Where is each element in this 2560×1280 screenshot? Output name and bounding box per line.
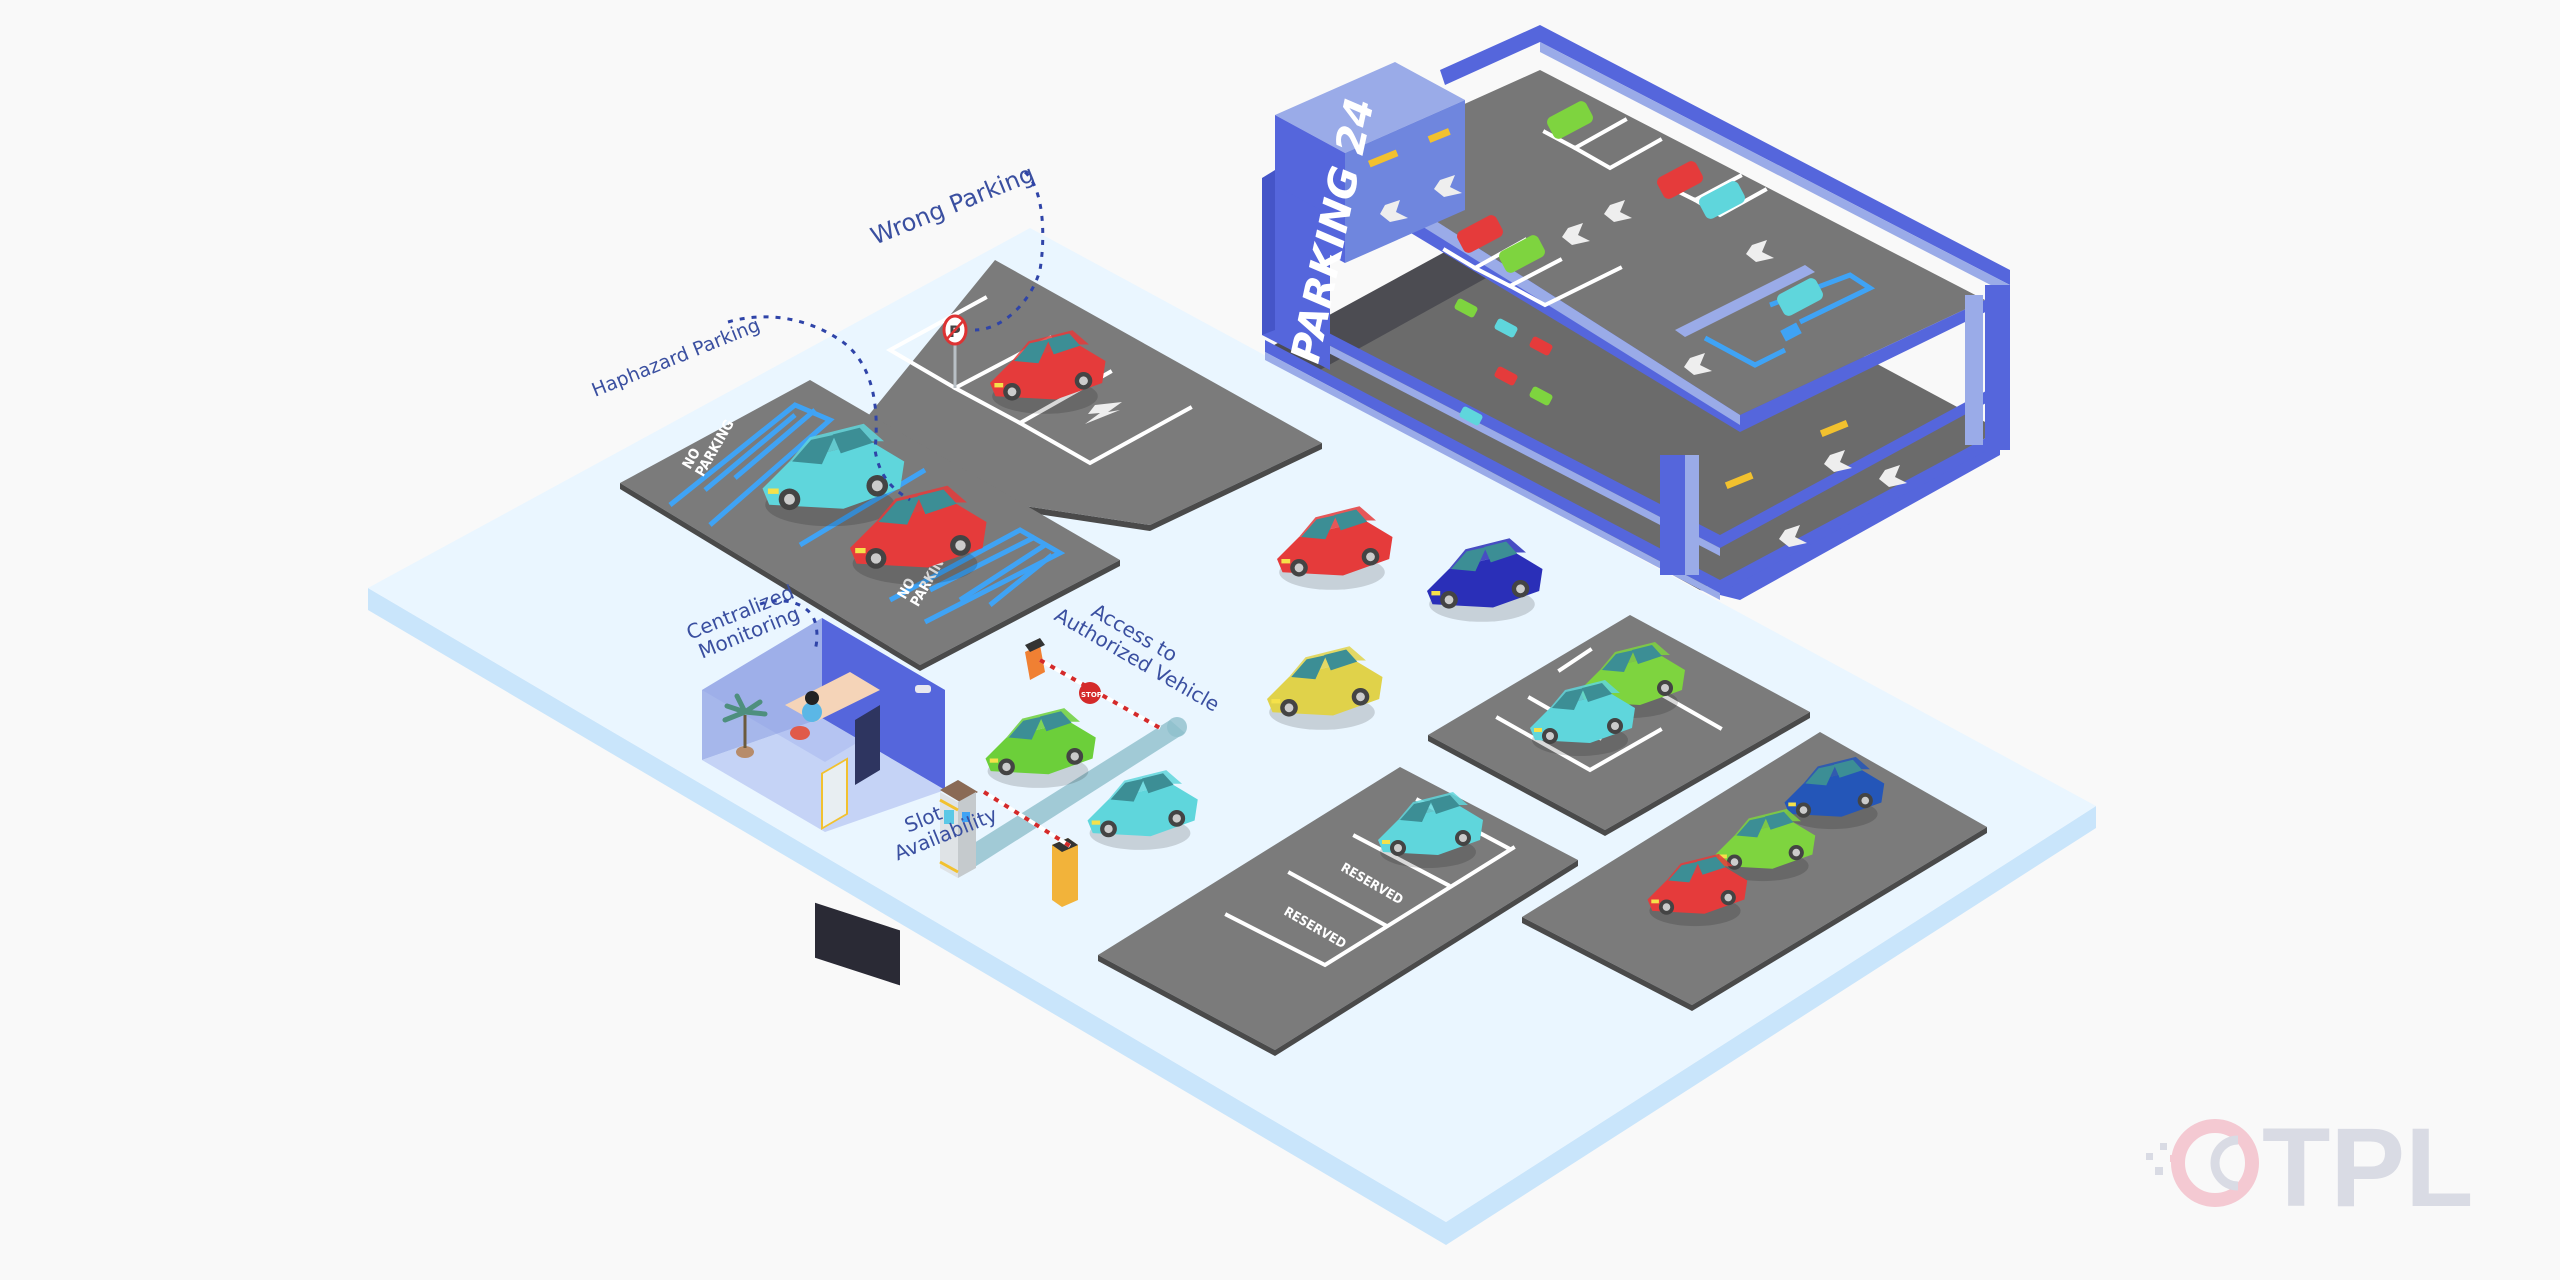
parking-garage: PARKING 24: [1262, 25, 2010, 600]
stop-sign-icon: STOP: [1079, 682, 1102, 704]
no-parking-sign-icon: P: [942, 314, 968, 388]
entry-barrier: STOP: [1025, 638, 1161, 730]
watermark-text: TPL: [2262, 1105, 2474, 1230]
control-room: [702, 618, 945, 986]
direction-arrow-icon: [1562, 223, 1590, 245]
direction-arrow-icons: [1380, 175, 1907, 547]
parking-meter-icon: [939, 780, 978, 878]
direction-arrow-icon: [1779, 525, 1807, 547]
direction-arrow-icon: [1879, 465, 1907, 487]
platform-side-right: [1446, 806, 2096, 1245]
direction-arrow-icon: [1434, 175, 1462, 197]
svg-text:STOP: STOP: [1081, 691, 1102, 699]
exit-barrier: [982, 790, 1078, 907]
building-sign-panel: [1262, 178, 1330, 370]
direction-arrow-icon: [1380, 200, 1408, 222]
watermark-logo: TPL: [2146, 1105, 2474, 1230]
wheelchair-accessible-icon: [1780, 322, 1802, 342]
control-room-door: [821, 757, 848, 830]
ev-charging-bolt-icon: [1085, 402, 1122, 424]
direction-arrow-icon: [1684, 353, 1712, 375]
monitor-wall: [815, 902, 900, 986]
top-deck: [1340, 70, 1985, 415]
top-deck-cars: [1457, 101, 1823, 316]
direction-arrow-icon: [1604, 200, 1632, 222]
direction-arrow-icon: [1746, 240, 1774, 262]
label-wrong-parking: Wrong Parking: [867, 160, 1039, 251]
platform-side-left: [368, 588, 1446, 1245]
logo-mark: [2146, 1119, 2259, 1207]
gate-road: [955, 717, 1187, 870]
direction-arrow-icon: [1824, 450, 1852, 472]
security-camera-icon: [915, 685, 931, 693]
lower-level-cars: [1454, 298, 1553, 426]
potted-plant: [722, 693, 768, 758]
